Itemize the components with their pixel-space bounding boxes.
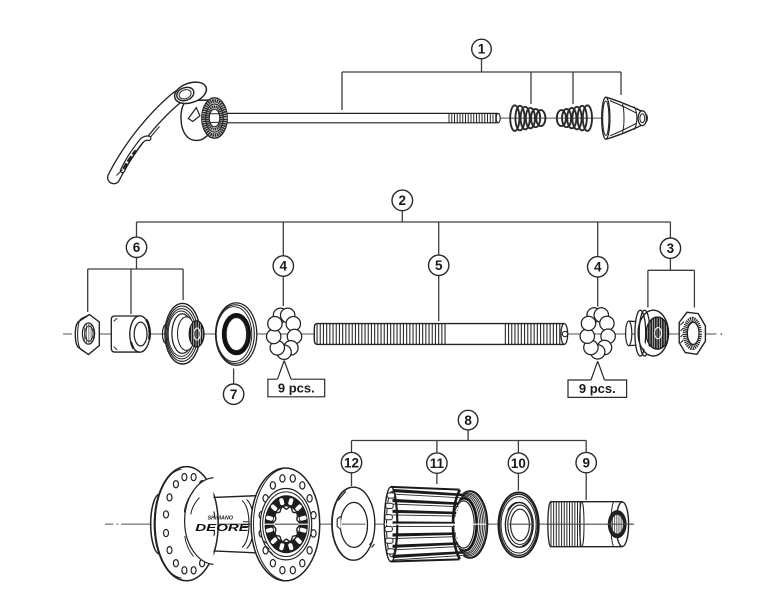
svg-text:12: 12 [344,455,359,470]
svg-text:9: 9 [582,455,590,470]
svg-text:9 pcs.: 9 pcs. [278,381,315,396]
svg-text:4: 4 [594,260,602,275]
svg-text:2: 2 [399,193,407,208]
svg-text:9 pcs.: 9 pcs. [579,381,616,396]
svg-text:DEORE: DEORE [195,523,250,534]
svg-text:7: 7 [230,387,238,402]
svg-text:10: 10 [511,456,526,471]
svg-text:4: 4 [280,259,288,274]
svg-text:8: 8 [464,413,472,428]
svg-text:11: 11 [430,456,445,471]
svg-text:SHIMANO: SHIMANO [208,516,234,522]
svg-text:1: 1 [478,42,486,57]
svg-text:5: 5 [435,258,443,273]
svg-text:6: 6 [133,240,141,255]
svg-text:3: 3 [667,241,675,256]
